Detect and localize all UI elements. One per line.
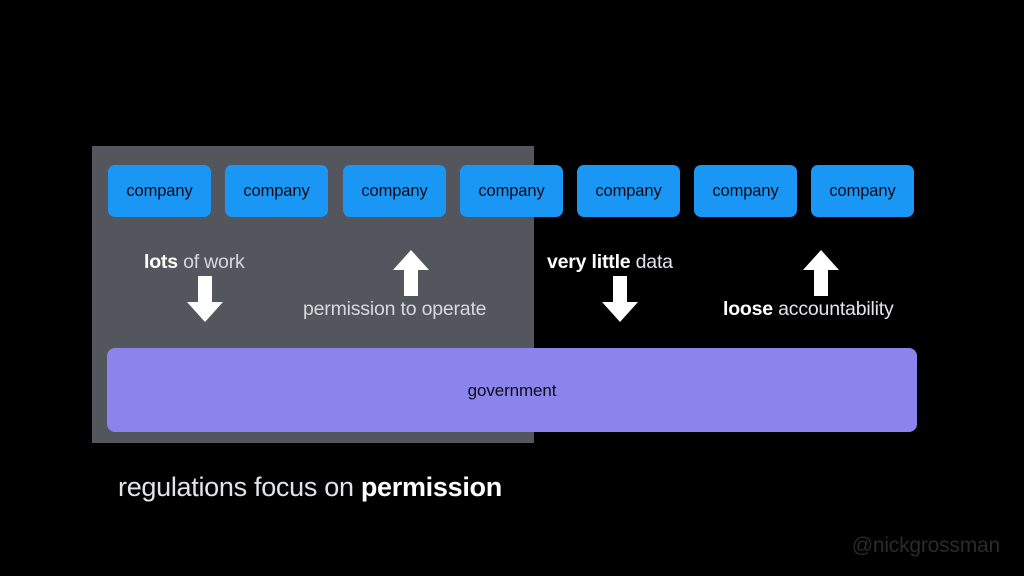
company-box[interactable]: company [225, 165, 328, 217]
company-box-label: company [712, 181, 779, 200]
government-label: government [467, 380, 557, 400]
flow-normal-text: data [630, 251, 673, 273]
arrow-up-icon [803, 250, 839, 296]
flow-normal-text: of work [177, 251, 245, 273]
company-box[interactable]: company [343, 165, 446, 217]
company-box[interactable]: company [694, 165, 797, 217]
flow-label-very-little-data: very little data [547, 251, 673, 273]
company-box[interactable]: company [108, 165, 211, 217]
flow-label-permission-to-operate: permission to operate [303, 298, 487, 320]
flow-label-lots-of-work: lots of work [144, 251, 245, 273]
flow-normal-text: permission to operate [303, 298, 487, 320]
government-bar[interactable]: government [107, 348, 917, 432]
arrow-up-icon [393, 250, 429, 296]
company-box-label: company [243, 181, 310, 200]
company-box[interactable]: company [811, 165, 914, 217]
flow-label-loose-accountability: loose accountability [723, 298, 894, 320]
company-box-label: company [829, 181, 896, 200]
flow-strong-text: lots [144, 251, 178, 273]
company-box[interactable]: company [577, 165, 680, 217]
company-box-label: company [126, 181, 193, 200]
company-box-label: company [361, 181, 428, 200]
flow-strong-text: very little [547, 251, 631, 273]
company-box[interactable]: company [460, 165, 563, 217]
company-box-label: company [478, 181, 545, 200]
arrow-down-icon [187, 276, 223, 322]
flow-normal-text: accountability [772, 298, 894, 320]
author-watermark: @nickgrossman [851, 534, 1000, 557]
company-row: company company company company company … [108, 165, 914, 217]
arrow-down-icon [602, 276, 638, 322]
slide-caption: regulations focus on permission [118, 474, 502, 501]
caption-normal-text: regulations focus on [118, 472, 361, 502]
caption-strong-text: permission [360, 472, 502, 502]
company-box-label: company [595, 181, 662, 200]
flow-strong-text: loose [723, 298, 773, 320]
